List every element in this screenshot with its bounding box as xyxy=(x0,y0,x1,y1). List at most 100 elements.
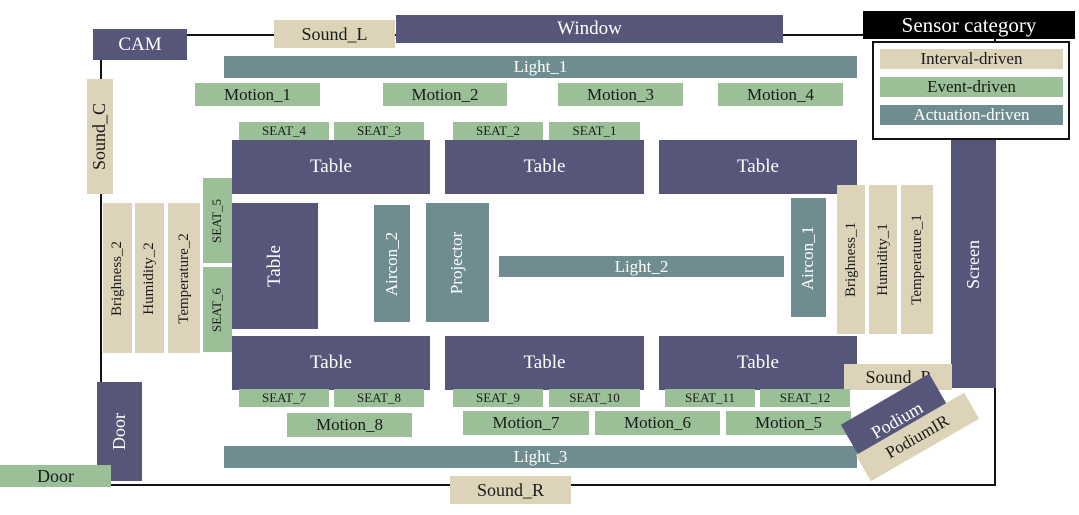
motion-1: Motion_1 xyxy=(195,83,320,106)
screen-label: Screen xyxy=(963,239,984,289)
table-label: Table xyxy=(523,352,566,373)
table-label: Table xyxy=(523,156,566,177)
seat-5: SEAT_5 xyxy=(203,178,232,263)
table-left-vertical: Table xyxy=(232,203,318,329)
table-top-right: Table xyxy=(659,140,857,194)
motion-7-label: Motion_7 xyxy=(492,413,560,432)
table-label: Table xyxy=(310,156,352,177)
brighness-1-sensor: Brighness_1 xyxy=(837,185,865,334)
seat-10: SEAT_10 xyxy=(549,389,640,407)
sound-r-label: Sound_R xyxy=(476,479,545,500)
seat-5-label: SEAT_5 xyxy=(209,198,225,243)
seat-4-label: SEAT_4 xyxy=(261,123,307,138)
humidity-1-label: Humidity_1 xyxy=(874,223,891,296)
seat-11-label: SEAT_11 xyxy=(684,390,736,405)
seat-1: SEAT_1 xyxy=(549,122,640,140)
temperature-2-sensor: Temperature_2 xyxy=(168,203,200,353)
camera: CAM xyxy=(93,29,187,60)
door-sensor: Door xyxy=(0,465,111,487)
seat-3: SEAT_3 xyxy=(334,122,424,140)
light-1-label: Light_1 xyxy=(513,57,568,76)
seat-2-label: SEAT_2 xyxy=(475,123,521,138)
humidity-2-sensor: Humidity_2 xyxy=(135,203,164,353)
seat-9: SEAT_9 xyxy=(453,389,543,407)
seat-10-label: SEAT_10 xyxy=(569,390,620,405)
seat-12-label: SEAT_12 xyxy=(779,390,831,405)
door-panel-label: Door xyxy=(109,413,129,450)
sound-l-label: Sound_L xyxy=(301,23,368,44)
brighness-1-label: Brighness_1 xyxy=(842,222,859,297)
motion-3: Motion_3 xyxy=(558,83,683,106)
seat-8-label: SEAT_8 xyxy=(356,390,402,405)
legend-item-actuation: Actuation-driven xyxy=(880,105,1063,125)
aircon-1-label: Aircon_1 xyxy=(798,225,818,290)
light-3: Light_3 xyxy=(224,446,857,468)
window-label: Window xyxy=(557,18,622,39)
motion-5: Motion_5 xyxy=(726,411,851,435)
seat-6-label: SEAT_6 xyxy=(209,287,225,332)
motion-1-label: Motion_1 xyxy=(223,84,292,104)
table-label: Table xyxy=(310,352,352,373)
table-top-left: Table xyxy=(232,140,430,194)
motion-4-label: Motion_4 xyxy=(746,84,815,104)
motion-6: Motion_6 xyxy=(595,411,720,435)
motion-5-label: Motion_5 xyxy=(754,413,823,432)
seat-4: SEAT_4 xyxy=(239,122,329,140)
light-1: Light_1 xyxy=(224,56,857,78)
screen: Screen xyxy=(951,140,996,388)
camera-label: CAM xyxy=(118,33,162,55)
door-sensor-label: Door xyxy=(37,465,74,486)
light-2: Light_2 xyxy=(499,256,784,277)
table-label: Table xyxy=(737,352,779,373)
humidity-2-label: Humidity_2 xyxy=(141,241,158,315)
motion-3-label: Motion_3 xyxy=(586,84,655,104)
aircon-2: Aircon_2 xyxy=(374,205,410,322)
table-bottom-middle: Table xyxy=(445,336,644,390)
brighness-2-label: Brighness_2 xyxy=(109,240,125,316)
temperature-1-label: Temperature_1 xyxy=(908,214,925,305)
seat-8: SEAT_8 xyxy=(334,389,424,407)
motion-2: Motion_2 xyxy=(383,83,507,106)
legend: Sensor category Interval-driven Event-dr… xyxy=(860,11,1075,140)
humidity-1-sensor: Humidity_1 xyxy=(869,185,897,334)
motion-8: Motion_8 xyxy=(287,413,412,437)
table-top-middle: Table xyxy=(445,140,644,194)
table-label: Table xyxy=(264,245,285,287)
motion-4: Motion_4 xyxy=(718,83,843,106)
motion-2-label: Motion_2 xyxy=(411,84,479,104)
seat-2: SEAT_2 xyxy=(453,122,543,140)
seat-3-label: SEAT_3 xyxy=(356,123,402,138)
brighness-2-sensor: Brighness_2 xyxy=(103,203,132,353)
table-label: Table xyxy=(737,156,779,177)
projector: Projector xyxy=(426,203,489,322)
motion-7: Motion_7 xyxy=(463,411,589,435)
sound-c-sensor: Sound_C xyxy=(87,79,113,194)
seat-7-label: SEAT_7 xyxy=(261,390,307,405)
legend-item-interval: Interval-driven xyxy=(880,49,1063,69)
light-3-label: Light_3 xyxy=(513,447,568,466)
seat-6: SEAT_6 xyxy=(203,267,232,352)
light-2-label: Light_2 xyxy=(614,256,669,276)
table-bottom-right: Table xyxy=(659,336,857,390)
door-panel: Door xyxy=(97,382,142,481)
aircon-1: Aircon_1 xyxy=(791,198,826,317)
sound-c-label: Sound_C xyxy=(89,102,110,171)
motion-6-label: Motion_6 xyxy=(623,413,692,432)
legend-box: Interval-driven Event-driven Actuation-d… xyxy=(872,41,1070,140)
temperature-2-label: Temperature_2 xyxy=(175,232,192,324)
sound-l-sensor: Sound_L xyxy=(274,20,395,48)
seat-7: SEAT_7 xyxy=(239,389,329,407)
seat-9-label: SEAT_9 xyxy=(475,390,521,405)
projector-label: Projector xyxy=(447,231,467,294)
aircon-2-label: Aircon_2 xyxy=(382,231,401,296)
window: Window xyxy=(396,15,783,43)
legend-item-event: Event-driven xyxy=(880,77,1063,97)
seat-1-label: SEAT_1 xyxy=(572,123,617,138)
legend-title: Sensor category xyxy=(863,11,1075,39)
table-bottom-left: Table xyxy=(232,336,430,390)
seat-11: SEAT_11 xyxy=(665,389,755,407)
temperature-1-sensor: Temperature_1 xyxy=(901,185,933,334)
seat-12: SEAT_12 xyxy=(760,389,850,407)
sound-r-sensor: Sound_R xyxy=(450,476,571,504)
motion-8-label: Motion_8 xyxy=(315,415,384,434)
